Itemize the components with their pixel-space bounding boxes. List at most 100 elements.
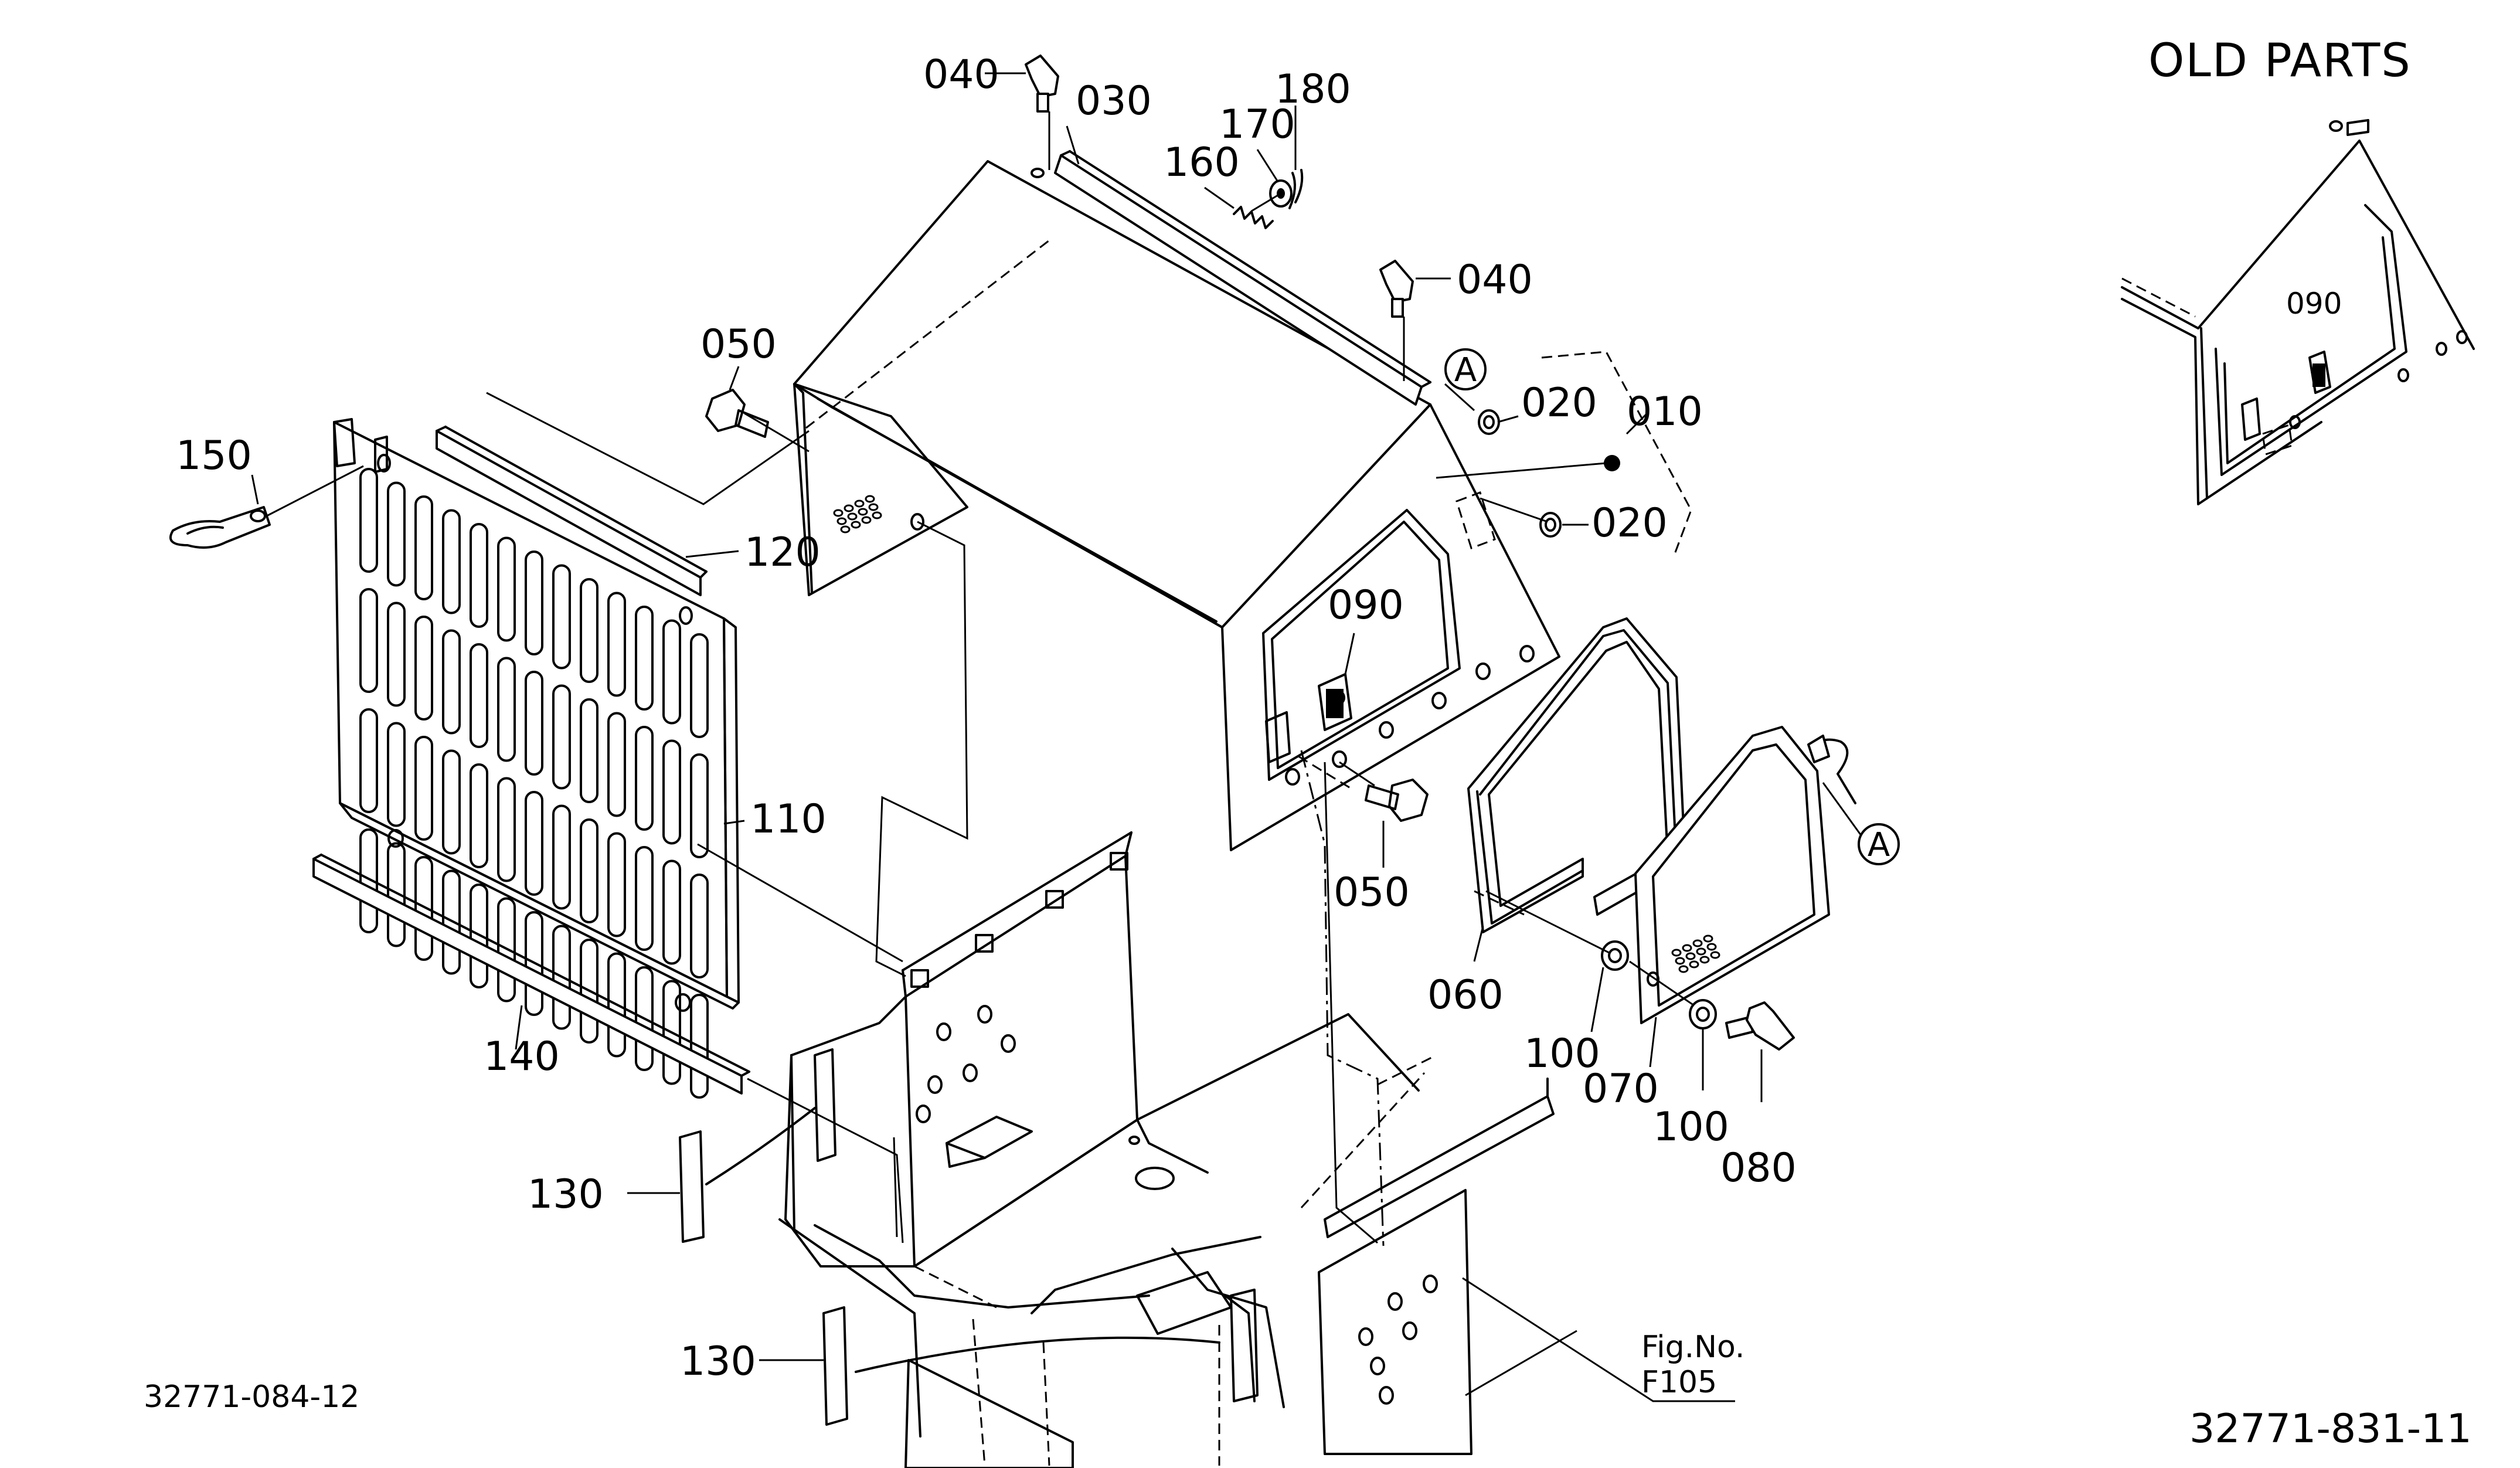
grille-slot	[525, 791, 543, 896]
grille-slot	[387, 842, 406, 947]
spring-160	[1233, 206, 1274, 229]
handle-150	[169, 506, 271, 549]
grille-slot	[470, 883, 488, 988]
callout-140: 140	[484, 1034, 560, 1080]
grille-slot	[690, 994, 709, 1099]
grille-slot	[607, 832, 626, 937]
grille-slot	[690, 633, 709, 738]
callout-050-top: 050	[700, 321, 777, 368]
grille-slot	[525, 671, 543, 776]
grille-slot	[635, 606, 654, 711]
callout-030: 030	[1076, 78, 1152, 124]
svg-text:A: A	[1868, 826, 1890, 864]
callout-130-upper: 130	[528, 1171, 604, 1218]
callout-100-left: 100	[1524, 1031, 1600, 1077]
grille-slot	[607, 592, 626, 697]
bolt-050-top	[705, 389, 769, 438]
grille-slot	[359, 828, 378, 933]
grille-slot	[635, 966, 654, 1071]
grille-slot	[552, 564, 571, 670]
grille-slot	[442, 629, 461, 735]
pin-180	[1288, 169, 1304, 209]
grille-slot	[580, 698, 598, 803]
grille-slot	[359, 468, 378, 573]
callout-040-top: 040	[923, 52, 999, 98]
grille-slot	[470, 763, 488, 868]
cover-assembly	[793, 160, 1560, 851]
mesh-hole	[1682, 944, 1692, 952]
grille-slot	[414, 736, 433, 841]
callout-010: 010	[1627, 389, 1703, 435]
drawing-number-right: 32771-831-11	[2189, 1406, 2472, 1452]
callout-060: 060	[1427, 972, 1504, 1018]
bolt-050-bottom	[1365, 779, 1429, 822]
mesh-hole	[872, 511, 882, 519]
old-parts-inset	[2121, 119, 2475, 505]
grille-slot	[552, 925, 571, 1030]
grille-slot	[387, 481, 406, 587]
grille-slot	[690, 753, 709, 858]
mesh-hole	[847, 512, 858, 521]
knob-040-right	[1379, 260, 1414, 318]
callout-080: 080	[1720, 1145, 1797, 1191]
callout-050-bottom: 050	[1334, 869, 1410, 916]
grille-slot	[607, 712, 626, 817]
callout-170: 170	[1219, 101, 1295, 148]
mesh-hole	[1678, 965, 1689, 973]
grille-slot	[662, 739, 681, 845]
svg-text:A: A	[1454, 351, 1477, 389]
grille-slot	[552, 684, 571, 790]
grille-panel	[333, 418, 740, 1099]
callout-130-lower: 130	[680, 1338, 756, 1385]
grille-slot	[690, 874, 709, 978]
knob-040-top	[1025, 55, 1059, 113]
seal-060	[1467, 617, 1686, 933]
grille-slot	[497, 777, 516, 882]
mesh-hole	[833, 509, 844, 517]
grille-slot	[635, 726, 654, 831]
grille-slot	[662, 980, 681, 1085]
grille-slot	[470, 643, 488, 748]
callout-160: 160	[1164, 140, 1240, 186]
mesh-hole	[851, 521, 861, 529]
grille-slot	[525, 911, 543, 1016]
mesh-hole	[836, 517, 847, 525]
strip-030	[1054, 150, 1431, 406]
callout-leaders	[251, 72, 1862, 1402]
strip-140	[312, 854, 750, 1095]
grille-slot	[359, 588, 378, 693]
grille-slot	[607, 952, 626, 1058]
mesh-hole	[858, 508, 868, 516]
strip-130-upper	[679, 1048, 836, 1243]
grille-slot	[414, 616, 433, 721]
door-070	[1634, 726, 1856, 1024]
callout-150: 150	[176, 433, 252, 479]
clip-020-top	[1478, 409, 1500, 435]
grille-slot	[414, 495, 433, 600]
callout-090-old: 090	[2286, 287, 2342, 321]
mesh-hole	[865, 495, 875, 503]
drawing-number-left: 32771-084-12	[144, 1379, 359, 1415]
base-frame	[778, 831, 1555, 1468]
mesh-hole	[1685, 952, 1696, 960]
strip-120	[436, 426, 708, 596]
washer-100-left	[1601, 940, 1629, 971]
grille-slot	[497, 657, 516, 762]
grille-slot	[387, 602, 406, 707]
mesh-hole	[868, 503, 879, 511]
figref-line2: F105	[1641, 1365, 1717, 1400]
grille-slot	[414, 856, 433, 961]
grille-slot	[470, 523, 488, 628]
grille-slot	[552, 804, 571, 910]
clip-020-bottom	[1539, 512, 1562, 538]
callout-070: 070	[1583, 1066, 1659, 1112]
callout-120: 120	[744, 529, 821, 576]
mesh-hole	[1689, 960, 1699, 969]
mesh-hole	[1710, 951, 1720, 959]
grille-slot	[387, 722, 406, 827]
leader-assembly-lines	[266, 111, 1695, 1246]
mesh-hole	[840, 525, 851, 533]
callout-100-right: 100	[1653, 1104, 1729, 1150]
washer-100-right	[1689, 999, 1717, 1029]
callout-040-right: 040	[1457, 257, 1533, 303]
